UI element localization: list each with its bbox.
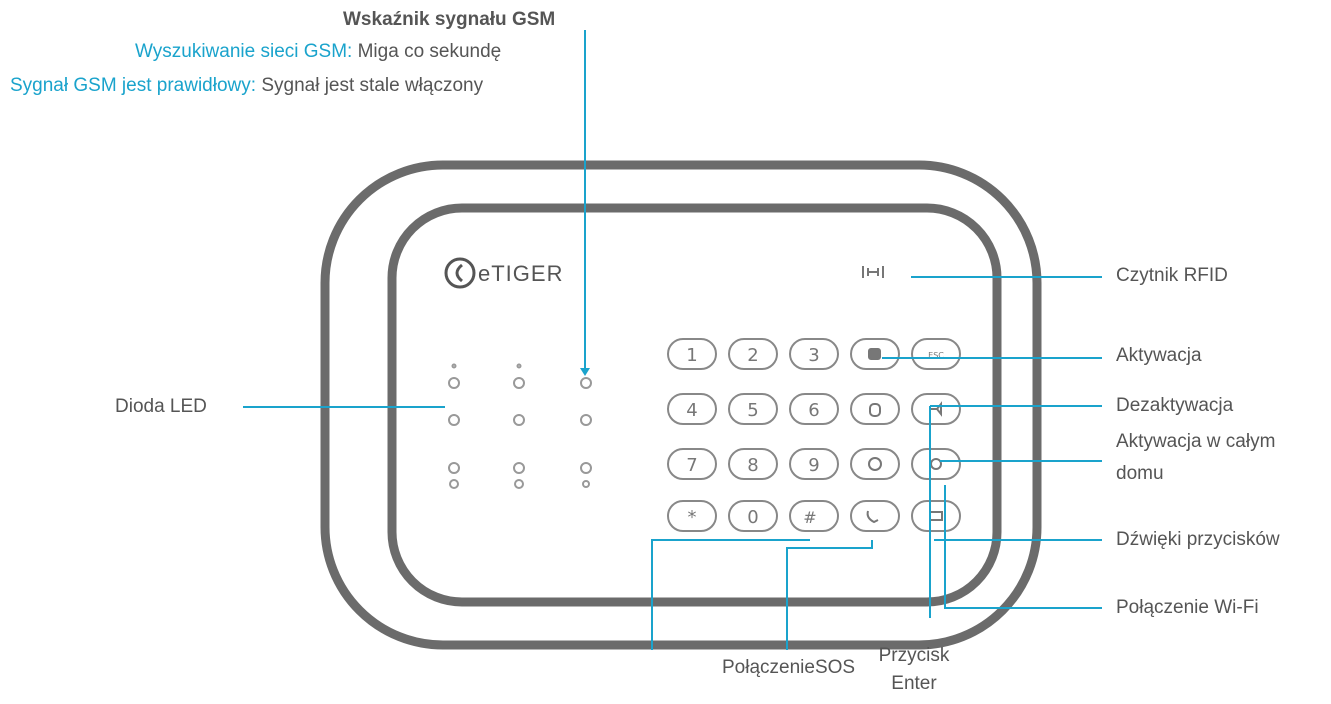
phone-icon xyxy=(866,510,879,524)
key-8-label: 8 xyxy=(747,455,758,476)
enter-label-line1: Przycisk xyxy=(878,645,950,666)
key-7-label: 7 xyxy=(686,455,697,476)
gsm-search-line: Wyszukiwanie sieci GSM: Miga co sekundę xyxy=(135,40,501,64)
sos-callout-line xyxy=(786,540,873,650)
key-4-label: 4 xyxy=(686,400,697,421)
key-2-label: 2 xyxy=(747,345,758,366)
sos-label: PołączenieSOS xyxy=(722,657,856,678)
led-label: Dioda LED xyxy=(115,396,207,417)
home-arm-key xyxy=(850,448,900,480)
enter-icon xyxy=(930,511,943,521)
sos-key xyxy=(850,500,900,532)
gsm-ok-value: Sygnał jest stale włączony xyxy=(256,75,484,96)
home-icon xyxy=(868,457,882,471)
key-1-label: 1 xyxy=(686,345,697,366)
led-grid xyxy=(448,363,592,489)
key-3 xyxy=(789,338,839,370)
key-star xyxy=(667,500,717,532)
key-9-label: 9 xyxy=(808,455,819,476)
key-9 xyxy=(789,448,839,480)
wifi-callout-line xyxy=(944,485,1102,609)
lock-icon xyxy=(868,348,881,360)
key-6 xyxy=(789,393,839,425)
key-5 xyxy=(728,393,778,425)
wifi-key xyxy=(911,448,961,480)
mute-key xyxy=(911,393,961,425)
key-0 xyxy=(728,500,778,532)
key-hash-label: # xyxy=(803,508,816,527)
speaker-mute-icon xyxy=(929,401,942,417)
gsm-indicator-title: Wskaźnik sygnału GSM xyxy=(343,9,556,30)
brand-text: eTIGER xyxy=(478,261,563,286)
key-star-label: * xyxy=(688,507,697,528)
key-6-label: 6 xyxy=(808,400,819,421)
esc-key-label: ESC xyxy=(928,351,944,360)
enter-key xyxy=(911,500,961,532)
key-3-label: 3 xyxy=(808,345,819,366)
key-7 xyxy=(667,448,717,480)
keypad xyxy=(667,338,961,532)
home-arm-label-line1: Aktywacja w całym xyxy=(1116,431,1276,452)
enter-label-line2: Enter xyxy=(891,673,937,694)
gsm-ok-line: Sygnał GSM jest prawidłowy: Sygnał jest … xyxy=(10,74,483,98)
gsm-search-value: Miga co sekundę xyxy=(352,41,502,62)
key-1 xyxy=(667,338,717,370)
esc-key xyxy=(911,338,961,370)
arm-label: Aktywacja xyxy=(1116,345,1202,366)
key-sounds-label: Dźwięki przycisków xyxy=(1116,529,1280,550)
key-5-label: 5 xyxy=(747,400,758,421)
brand-logo: eTIGER xyxy=(444,257,563,289)
key-4 xyxy=(667,393,717,425)
wifi-icon xyxy=(930,458,942,470)
rfid-label: Czytnik RFID xyxy=(1116,265,1228,286)
key-2 xyxy=(728,338,778,370)
disarm-label: Dezaktywacja xyxy=(1116,395,1234,416)
wifi-label: Połączenie Wi-Fi xyxy=(1116,597,1259,618)
gsm-search-key: Wyszukiwanie sieci GSM: xyxy=(135,41,353,62)
disarm-key xyxy=(850,393,900,425)
key-8 xyxy=(728,448,778,480)
key-0-label: 0 xyxy=(747,507,758,528)
hash-callout-line xyxy=(651,539,810,650)
gsm-callout-arrow xyxy=(580,368,590,376)
arm-key xyxy=(850,338,900,370)
unlock-icon xyxy=(869,403,881,417)
key-hash xyxy=(789,500,839,532)
rfid-icon xyxy=(862,266,884,278)
home-arm-label-line2: domu xyxy=(1116,463,1164,484)
gsm-ok-key: Sygnał GSM jest prawidłowy: xyxy=(10,75,257,96)
